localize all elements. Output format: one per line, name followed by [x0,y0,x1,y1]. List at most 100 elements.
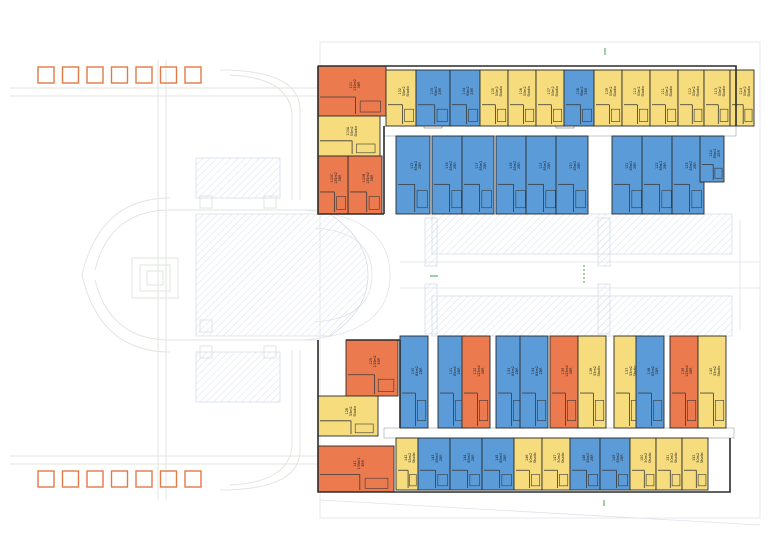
unit-label: 12485m22BR [709,149,721,159]
unit-119: 11985m22BR [525,135,559,215]
unit-130: 13085m22BR [399,335,429,429]
unit-142: 14255m2Studio [395,437,419,491]
unit-115: 11585m22BR [395,135,431,215]
bath [595,400,605,421]
decor-square [159,66,178,84]
unit-144: 14485m22BR [449,437,483,491]
unit-label: 141135m23BR [353,458,365,470]
unit-131: 13185m22BR [437,335,467,429]
unit-label: 10950m2Studio [605,86,617,97]
unit-block [395,135,431,215]
bath [468,108,478,122]
unit-label: 14750m2Studio [553,452,565,463]
bath [645,474,655,487]
exterior-wall [317,340,731,493]
unit-label: 13755m2Studio [625,366,637,377]
unit-106: 10650m2Studio [507,69,537,127]
unit-label: 135125m23BR [561,365,573,377]
unit-148: 14885m22BR [569,437,601,491]
bath [545,190,556,209]
decor-square [135,470,153,488]
unit-110: 11050m2Studio [621,69,651,127]
unit-122: 12285m22BR [641,135,675,215]
unit-152: 15250m2Studio [681,437,709,491]
unit-label: 14650m2Studio [525,452,537,463]
bath [531,474,541,487]
unit-100C: 100C135m23BR [317,155,349,215]
unit-label: 132125m23BR [473,365,485,377]
bath [714,167,723,179]
unit-block [697,335,727,429]
bath [537,400,547,421]
unit-label: 10395m22BR [430,86,442,96]
unit-134: 13485m22BR [519,335,549,429]
units-layer: 101135m23BR100A55m2Studio100B135m23BR100… [317,65,755,493]
unit-block [699,135,725,183]
unit-block [345,339,399,397]
unit-block [555,135,589,215]
bath [611,108,621,122]
unit-118: 11885m22BR [495,135,529,215]
unit-label: 15150m2Studio [666,452,678,463]
unit-label: 12855m2Studio [345,406,357,417]
unit-label: 13185m22BR [449,366,461,376]
bath [582,108,592,122]
bath [417,400,427,421]
unit-block [611,135,645,215]
unit-block [577,335,607,429]
unit-label: 15250m2Studio [692,452,704,463]
bath [661,190,672,209]
bath [639,108,649,122]
unit-132: 132125m23BR [461,335,491,429]
bath [525,108,535,122]
unit-136: 13655m2Studio [577,335,607,429]
bath [631,190,642,209]
unit-151: 15150m2Studio [655,437,683,491]
unit-block [635,335,665,429]
unit-block [479,69,509,127]
unit-block [399,335,429,429]
unit-104: 10495m22BR [449,69,481,127]
unit-block [703,69,731,127]
bath [575,190,586,209]
unit-block [681,437,709,491]
unit-label: 15050m2Studio [640,452,652,463]
unit-113: 11350m2Studio [703,69,731,127]
unit-block [437,335,467,429]
unit-block [461,135,495,215]
unit-120: 12085m22BR [555,135,589,215]
unit-label: 14985m22BR [612,453,624,463]
decor-square [37,66,55,84]
unit-129: 129135m23BR [345,339,399,397]
unit-label: 11050m2Studio [633,86,645,97]
unit-label: 12185m22BR [625,161,637,171]
unit-block [729,69,755,127]
unit-141: 141135m23BR [317,445,395,493]
unit-label: 100B135m23BR [362,172,374,184]
bath [618,474,628,487]
unit-label: 11985m22BR [539,161,551,171]
unit-108: 10895m22BR [563,69,595,127]
unit-label: 10750m2Studio [547,86,559,97]
unit-block [347,155,383,215]
decor-square [61,470,80,488]
bath [404,108,414,122]
unit-116: 11685m22BR [431,135,465,215]
unit-123: 12385m22BR [671,135,705,215]
bath [691,190,702,209]
bath [653,400,663,421]
unit-label: 11785m22BR [475,161,487,171]
unit-label: 100C135m23BR [330,172,342,184]
unit-block [317,65,387,117]
bath [364,477,389,489]
unit-block [593,69,623,127]
exterior-wall [317,66,384,215]
bath [744,108,753,122]
site-markers [430,48,606,506]
bath [377,378,395,392]
unit-block [671,135,705,215]
unit-block [655,437,683,491]
decor-square [184,470,202,488]
unit-102: 10255m2Studio [385,69,417,127]
